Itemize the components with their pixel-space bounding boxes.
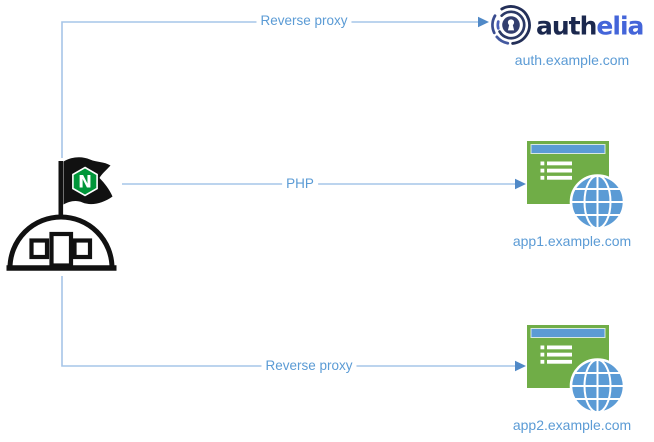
nginx-hexagon-icon <box>72 166 98 197</box>
authelia-wordmark: authelia <box>536 11 644 41</box>
list-bullet <box>540 352 545 357</box>
authelia-keyhole-stem <box>507 24 515 31</box>
app1-webapp-icon <box>527 141 626 230</box>
authelia-wordmark-elia: elia <box>596 11 644 41</box>
list-line <box>547 359 572 364</box>
list-line <box>547 345 572 350</box>
arrowhead-middle <box>515 178 526 190</box>
app-titlebar <box>530 144 606 154</box>
app2-webapp-icon <box>527 325 626 414</box>
connector-label-reverse-proxy-bottom: Reverse proxy <box>261 357 357 375</box>
arrowhead-top <box>478 16 489 28</box>
connector-label-reverse-proxy-top: Reverse proxy <box>256 12 352 30</box>
authelia-outer-arc-light <box>495 35 510 45</box>
hostname-auth: auth.example.com <box>514 52 630 68</box>
connector-label-php: PHP <box>282 175 318 193</box>
connector-nginx-to-authelia <box>61 16 489 158</box>
authelia-outer-arc-dark <box>500 5 531 45</box>
list-line <box>547 175 572 180</box>
list-bullet <box>540 345 545 350</box>
arrowhead-bottom <box>515 360 526 372</box>
connector-line-top <box>61 21 478 158</box>
list-bullet <box>540 359 545 364</box>
list-bullet <box>540 168 545 173</box>
nginx-letter: N <box>78 173 92 192</box>
connector-line-bottom <box>61 276 515 367</box>
list-bullet <box>540 161 545 166</box>
authelia-middle-arc <box>498 10 526 40</box>
authelia-wordmark-auth: auth <box>536 11 597 41</box>
list-line <box>547 352 572 357</box>
hostname-app1: app1.example.com <box>512 233 632 249</box>
building-window-left <box>29 238 50 260</box>
building-window-right <box>72 238 93 260</box>
list-bullet <box>540 175 545 180</box>
authelia-keyhole-head <box>507 19 515 26</box>
authelia-logo-icon <box>491 5 531 45</box>
authelia-outer-arc-left <box>491 14 497 35</box>
connector-nginx-to-app1 <box>122 178 526 190</box>
globe-grid <box>571 358 624 414</box>
hostname-app2: app2.example.com <box>512 417 632 433</box>
connector-nginx-to-app2 <box>61 276 526 372</box>
building-door <box>49 231 74 268</box>
globe-grid <box>571 174 624 230</box>
list-line <box>547 161 572 166</box>
list-line <box>547 168 572 173</box>
app-titlebar <box>530 328 606 338</box>
nginx-server-icon: N <box>6 157 117 271</box>
